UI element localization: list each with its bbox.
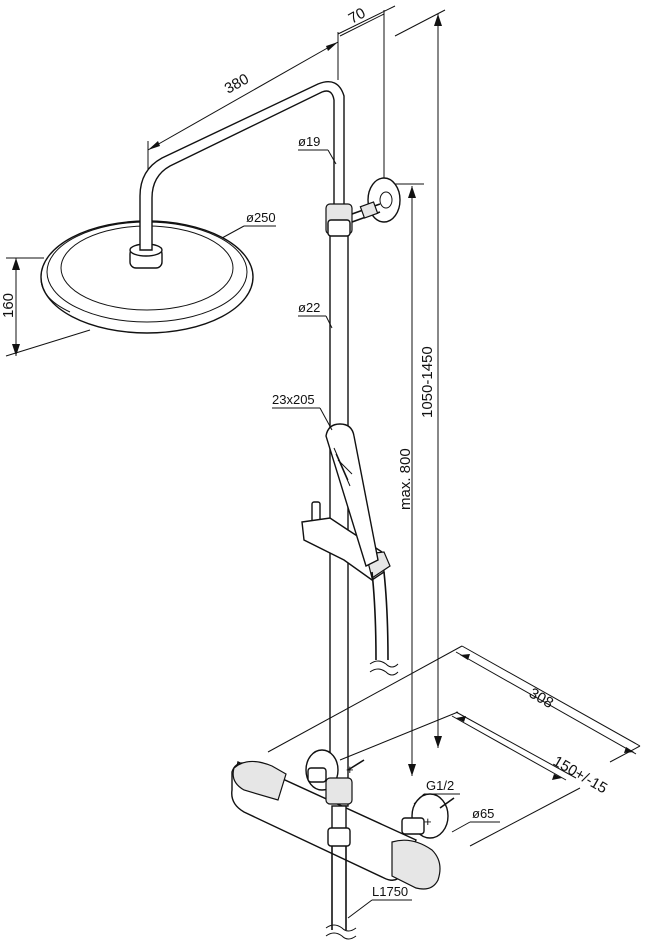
cold-mark-right: + (424, 814, 432, 829)
label-head-height: 160 (0, 293, 17, 318)
label-height-range: 1050-1450 (419, 346, 436, 418)
leader-flange-diameter: ø65 (451, 806, 500, 833)
leader-hand-shower: 23x205 (272, 392, 333, 431)
dimension-height-range: 1050-1450 (394, 9, 446, 748)
dimension-slide-max: max. 800 (392, 183, 424, 776)
label-slide-max: max. 800 (397, 448, 414, 510)
hand-shower (325, 423, 379, 567)
label-flange-diameter: ø65 (472, 806, 494, 821)
wall-bracket (351, 177, 401, 223)
cold-mark-left: + (346, 762, 354, 777)
leader-hose-length: L1750 (347, 884, 412, 919)
leader-thread: G1/2 (413, 778, 460, 805)
label-head-diameter: ø250 (246, 210, 276, 225)
label-pipe-diameter: ø22 (298, 300, 320, 315)
bottom-hose (325, 846, 357, 940)
label-thread: G1/2 (426, 778, 454, 793)
shower-hose (369, 571, 399, 676)
rain-shower-head (40, 220, 254, 334)
label-hose-length: L1750 (372, 884, 408, 899)
dimension-head-height: 160 (0, 257, 91, 357)
leader-head-diameter: ø250 (221, 210, 276, 239)
dimension-wall-offset: 70 (337, 5, 396, 180)
leader-pipe-diameter: ø22 (298, 300, 333, 329)
label-inlet-spacing: 150+/-15 (550, 753, 610, 798)
label-projection: 308 (526, 685, 556, 712)
label-arm-diameter: ø19 (298, 134, 320, 149)
label-hand-shower: 23x205 (272, 392, 315, 407)
dimension-projection: 308 (267, 645, 641, 763)
thermostatic-mixer: + + (231, 749, 455, 890)
label-wall-offset: 70 (346, 5, 369, 28)
leader-arm-diameter: ø19 (298, 134, 337, 165)
